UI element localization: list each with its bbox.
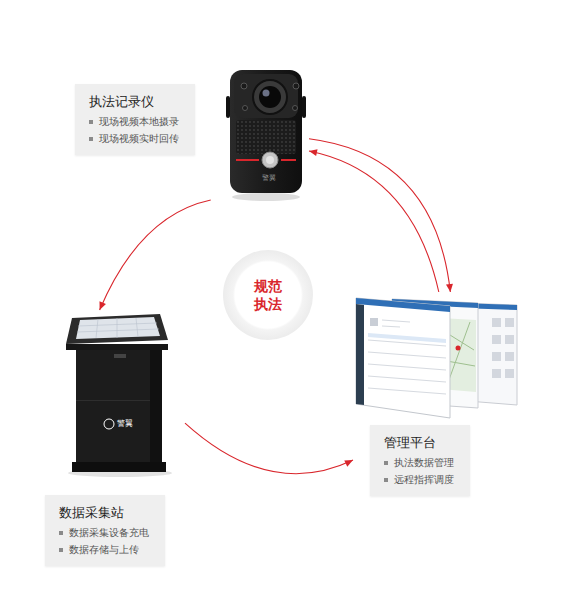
bullet-row: 数据采集设备充电 xyxy=(59,526,149,540)
device-group: 数据采集站数据采集设备充电数据存储与上传 xyxy=(45,310,185,567)
brand-logo: 警翼 xyxy=(117,418,133,429)
camera-button-core xyxy=(266,156,274,164)
bullet-text: 执法数据管理 xyxy=(394,456,454,470)
camera-face xyxy=(234,74,298,118)
ir-led xyxy=(243,106,248,111)
camera-button xyxy=(262,152,278,168)
flow-arrow xyxy=(309,139,453,292)
station-screen xyxy=(76,317,160,339)
panel-title: 管理平台 xyxy=(384,434,454,452)
side-key xyxy=(226,96,230,118)
panel-title: 执法记录仪 xyxy=(89,93,179,111)
screen-rows xyxy=(368,320,446,394)
screen-sidebar xyxy=(356,304,364,405)
screen-thumbs xyxy=(492,318,514,378)
camera-shadow xyxy=(232,193,300,201)
avatar xyxy=(370,318,378,326)
logo-mark xyxy=(104,419,114,429)
body-camera xyxy=(226,70,306,201)
station-slot xyxy=(114,354,126,358)
arrow-head xyxy=(100,301,106,310)
screen-front xyxy=(356,298,450,418)
panel-title: 数据采集站 xyxy=(59,504,149,522)
bullet-square xyxy=(59,531,63,535)
station-body xyxy=(76,350,162,464)
camera-grille xyxy=(236,120,296,154)
flow-curve xyxy=(185,423,353,474)
bullet-text: 数据采集设备充电 xyxy=(69,526,149,540)
flow-curve xyxy=(309,139,450,292)
camera-lens xyxy=(259,86,281,108)
bullet-text: 现场视频实时回传 xyxy=(99,132,179,146)
lens-glint xyxy=(263,90,270,97)
bullet-row: 远程指挥调度 xyxy=(384,473,454,487)
door-seam xyxy=(76,400,150,401)
label-panel: 数据采集站数据采集设备充电数据存储与上传 xyxy=(45,495,165,566)
map-pin xyxy=(456,346,461,351)
bullet-square xyxy=(59,548,63,552)
bullet-row: 现场视频本地摄录 xyxy=(89,115,179,129)
camera-body xyxy=(230,70,302,193)
bullet-square xyxy=(89,137,93,141)
brand-logo: 警翼 xyxy=(262,173,276,183)
station-console xyxy=(66,314,168,344)
console-edge xyxy=(66,344,168,350)
flow-arrow xyxy=(309,149,439,292)
label-panel: 执法记录仪现场视频本地摄录现场视频实时回传 xyxy=(75,84,195,155)
device-group: 管理平台执法数据管理远程指挥调度 xyxy=(353,292,518,497)
label-panel: 管理平台执法数据管理远程指挥调度 xyxy=(370,425,470,496)
flow-arrow xyxy=(100,200,211,310)
bullet-row: 现场视频实时回传 xyxy=(89,132,179,146)
bullet-row: 执法数据管理 xyxy=(384,456,454,470)
ir-led xyxy=(241,83,247,89)
red-stripe xyxy=(236,159,259,161)
screen-grid xyxy=(77,318,159,338)
side-key xyxy=(302,96,306,118)
bullet-text: 远程指挥调度 xyxy=(394,473,454,487)
data-station xyxy=(66,314,172,477)
flow-curve xyxy=(309,151,439,292)
camera-lens-ring xyxy=(253,80,287,114)
bullet-text: 数据存储与上传 xyxy=(69,543,139,557)
bullet-square xyxy=(89,120,93,124)
flow-arrow xyxy=(185,423,353,474)
bullet-square xyxy=(384,478,388,482)
arrow-head xyxy=(446,284,453,292)
bullet-row: 数据存储与上传 xyxy=(59,543,149,557)
red-stripe xyxy=(281,159,296,161)
flow-curve xyxy=(100,200,211,310)
arrow-head xyxy=(344,460,353,467)
center-text: 规范 执法 xyxy=(253,277,284,313)
platform-screens xyxy=(356,298,517,418)
station-base xyxy=(72,462,166,472)
bullet-square xyxy=(384,461,388,465)
station-side xyxy=(150,350,162,464)
arrow-head xyxy=(309,149,318,156)
bullet-text: 现场视频本地摄录 xyxy=(99,115,179,129)
ir-led xyxy=(293,83,299,89)
center-circle: 规范 执法 xyxy=(223,250,313,340)
table-head xyxy=(368,333,446,343)
screen-header xyxy=(356,298,450,312)
ir-led xyxy=(293,106,298,111)
